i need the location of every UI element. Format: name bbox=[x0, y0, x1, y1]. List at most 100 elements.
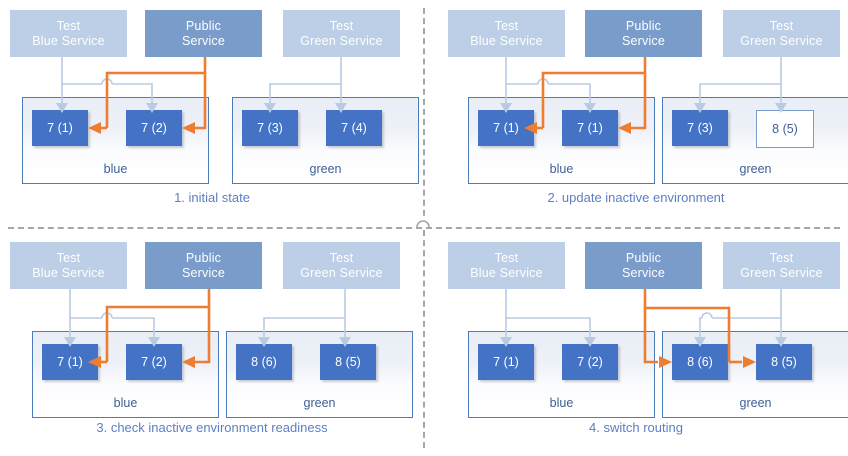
arrowhead-test-green-2 bbox=[775, 103, 787, 113]
arrowhead-test-blue-2 bbox=[148, 337, 160, 347]
service-label-line1: Public bbox=[185, 250, 222, 265]
service-public[interactable]: Public Service bbox=[585, 10, 702, 57]
panel-3-caption: 3. check inactive environment readiness bbox=[96, 420, 328, 435]
panel-3-connectors bbox=[64, 289, 351, 368]
service-label-line1: Public bbox=[185, 18, 222, 33]
wire-test-blue-right bbox=[112, 83, 153, 103]
panel-2-update-inactive-environment: Test Blue Service Public Service Test Gr… bbox=[424, 0, 848, 228]
service-test-blue[interactable]: Test Blue Service bbox=[10, 242, 127, 289]
arrowhead-test-green-2 bbox=[775, 337, 787, 347]
service-test-green[interactable]: Test Green Service bbox=[723, 242, 840, 289]
divider-vertical bbox=[423, 8, 425, 448]
service-test-green[interactable]: Test Green Service bbox=[283, 10, 400, 57]
environment-green-label: green bbox=[303, 396, 336, 410]
pod-blue-2[interactable]: 7 (1) bbox=[562, 110, 618, 146]
pod-green-2[interactable]: 7 (4) bbox=[326, 110, 382, 146]
service-label-line2: Blue Service bbox=[32, 33, 105, 48]
service-public[interactable]: Public Service bbox=[145, 10, 262, 57]
divider-crossing-hop bbox=[416, 220, 430, 228]
pod-green-2[interactable]: 8 (5) bbox=[320, 344, 376, 380]
service-label-line1: Test bbox=[494, 250, 519, 265]
wire-public-trunk bbox=[105, 289, 211, 362]
service-label-line2: Blue Service bbox=[470, 33, 543, 48]
wire-public-branch bbox=[629, 73, 647, 130]
arrowhead-public-pod2 bbox=[618, 122, 631, 134]
wire-test-green-left bbox=[699, 317, 702, 337]
pod-green-1[interactable]: 8 (6) bbox=[672, 344, 728, 380]
wire-public-trunk bbox=[643, 289, 731, 362]
service-label-line1: Test bbox=[769, 18, 794, 33]
pod-green-1[interactable]: 7 (3) bbox=[672, 110, 728, 146]
service-public[interactable]: Public Service bbox=[145, 242, 262, 289]
arrowhead-public-pod2 bbox=[182, 122, 195, 134]
arrowhead-test-blue-1 bbox=[500, 337, 512, 347]
wire-public-branch bbox=[193, 307, 211, 364]
service-label-line1: Test bbox=[56, 250, 81, 265]
service-label-line2: Service bbox=[181, 33, 226, 48]
wire-test-blue bbox=[505, 289, 591, 337]
arrowhead-test-green-2 bbox=[335, 103, 347, 113]
service-label-line2: Service bbox=[181, 265, 226, 280]
environment-blue-label: blue bbox=[103, 162, 128, 176]
arrowhead-public-pod1 bbox=[524, 122, 537, 134]
arrowhead-test-blue-2 bbox=[584, 103, 596, 113]
pod-blue-1[interactable]: 7 (1) bbox=[32, 110, 88, 146]
service-test-blue[interactable]: Test Blue Service bbox=[448, 242, 565, 289]
pod-green-1[interactable]: 7 (3) bbox=[242, 110, 298, 146]
service-test-blue[interactable]: Test Blue Service bbox=[10, 10, 127, 57]
panel-4-connectors bbox=[500, 289, 787, 368]
arrowhead-test-green-1 bbox=[264, 103, 276, 113]
wire-public-branch bbox=[193, 73, 207, 130]
environment-blue-label: blue bbox=[113, 396, 138, 410]
wire-test-green-hop bbox=[701, 312, 713, 319]
pod-green-2[interactable]: 8 (5) bbox=[756, 110, 814, 148]
arrowhead-test-blue-1 bbox=[500, 103, 512, 113]
service-label-line2: Service bbox=[621, 265, 666, 280]
service-label-line2: Service bbox=[621, 33, 666, 48]
wire-test-green bbox=[712, 289, 782, 319]
service-label-line2: Green Service bbox=[300, 33, 383, 48]
service-test-green[interactable]: Test Green Service bbox=[283, 242, 400, 289]
pod-blue-2[interactable]: 7 (2) bbox=[562, 344, 618, 380]
wire-test-green bbox=[269, 57, 342, 103]
pod-blue-2[interactable]: 7 (2) bbox=[126, 110, 182, 146]
wire-test-blue-right bbox=[112, 317, 155, 337]
wire-test-blue-right bbox=[548, 83, 591, 103]
arrowhead-public-pod2 bbox=[182, 356, 195, 368]
wire-test-blue bbox=[61, 57, 102, 85]
arrowhead-test-blue-1 bbox=[56, 103, 68, 113]
pod-blue-1[interactable]: 7 (1) bbox=[478, 344, 534, 380]
panel-2-caption: 2. update inactive environment bbox=[547, 190, 725, 205]
wire-test-blue bbox=[69, 289, 102, 319]
arrowhead-test-blue-2 bbox=[584, 337, 596, 347]
service-test-green[interactable]: Test Green Service bbox=[723, 10, 840, 57]
environment-blue-label: blue bbox=[549, 396, 574, 410]
pod-green-1[interactable]: 8 (6) bbox=[236, 344, 292, 380]
panel-2-connectors bbox=[500, 57, 787, 134]
service-label-line2: Blue Service bbox=[32, 265, 105, 280]
service-label-line2: Green Service bbox=[740, 265, 823, 280]
service-label-line1: Public bbox=[625, 250, 662, 265]
environment-blue-label: blue bbox=[549, 162, 574, 176]
service-label-line1: Test bbox=[769, 250, 794, 265]
panel-4-switch-routing: Test Blue Service Public Service Test Gr… bbox=[424, 228, 848, 456]
pod-green-2[interactable]: 8 (5) bbox=[756, 344, 812, 380]
pod-blue-2[interactable]: 7 (2) bbox=[126, 344, 182, 380]
panel-1-caption: 1. initial state bbox=[174, 190, 250, 205]
service-public[interactable]: Public Service bbox=[585, 242, 702, 289]
wire-public-branch bbox=[643, 308, 658, 364]
environment-green-label: green bbox=[309, 162, 342, 176]
service-label-line2: Green Service bbox=[300, 265, 383, 280]
arrowhead-public-pod1 bbox=[88, 122, 101, 134]
arrowhead-public-pod1 bbox=[88, 356, 101, 368]
arrowhead-test-green-1 bbox=[694, 337, 706, 347]
arrowhead-public-green-2 bbox=[743, 356, 756, 368]
wire-public-trunk bbox=[105, 57, 207, 128]
wire-test-green bbox=[699, 57, 782, 103]
environment-green-label: green bbox=[739, 396, 772, 410]
panel-1-connectors bbox=[56, 57, 347, 134]
arrowhead-test-blue-2 bbox=[146, 103, 158, 113]
arrowhead-test-blue-1 bbox=[64, 337, 76, 347]
service-test-blue[interactable]: Test Blue Service bbox=[448, 10, 565, 57]
